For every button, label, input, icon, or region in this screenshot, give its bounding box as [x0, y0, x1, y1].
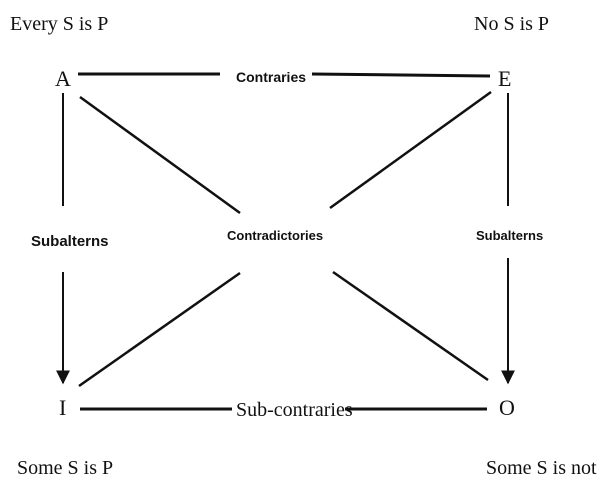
corner-letter-o: O [499, 395, 515, 420]
proposition-i: Some S is P [17, 457, 113, 479]
corner-letter-e: E [498, 66, 511, 91]
contraries-line-right [311, 72, 491, 78]
contraries-label: Contraries [236, 69, 306, 85]
proposition-e: No S is P [474, 13, 549, 35]
contradictory-line-i-lower [78, 271, 241, 388]
proposition-o: Some S is not P [486, 457, 602, 479]
contradictories-label: Contradictories [227, 228, 323, 243]
contradictory-line-a-upper [79, 95, 241, 215]
corner-letter-a: A [55, 66, 71, 91]
subalterns-label-left: Subalterns [31, 233, 109, 250]
subalterns-label-right: Subalterns [476, 228, 543, 243]
contradictory-line-e-upper [329, 90, 492, 210]
contradictory-line-o-lower [332, 270, 489, 382]
proposition-a: Every S is P [10, 13, 108, 35]
subcontraries-label: Sub-contraries [236, 399, 353, 421]
corner-letter-i: I [59, 395, 66, 420]
